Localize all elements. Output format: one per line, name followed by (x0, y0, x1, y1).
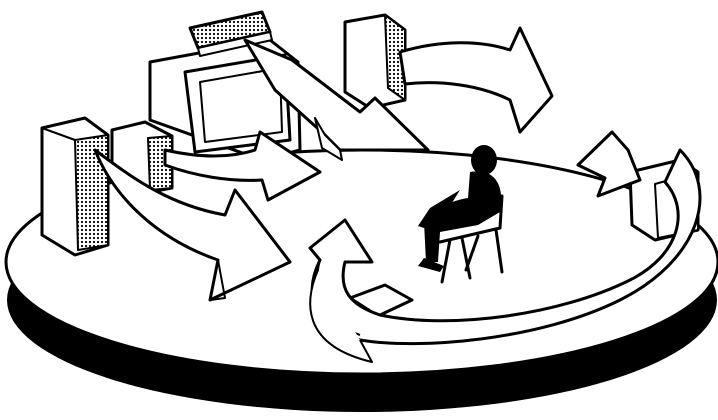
front-left-speaker (42, 118, 108, 255)
front-right-speaker (345, 15, 405, 108)
